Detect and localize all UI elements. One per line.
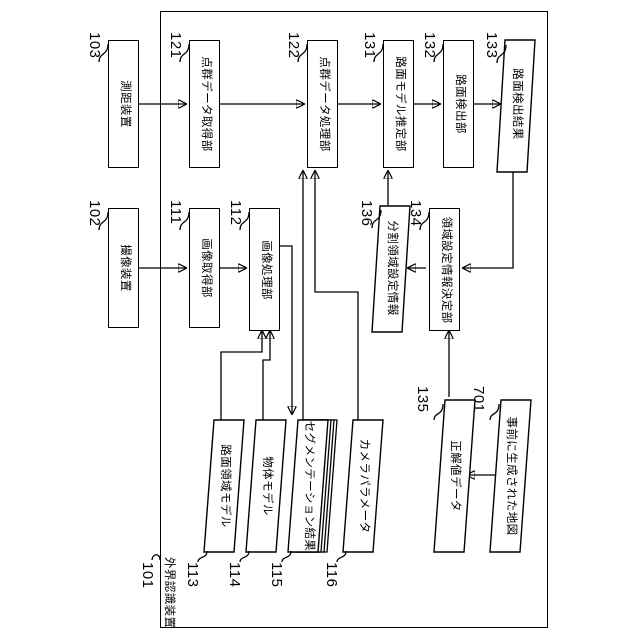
node-113-label: 路面領域モデル (218, 444, 231, 528)
node-701-pre-generated-map[interactable]: 事前に生成された地図 (489, 398, 532, 554)
node-115-label: セグメンテーション結果 (302, 420, 315, 552)
node-133-road-surface-detection-result[interactable]: 路面検出結果 (496, 34, 536, 174)
ref-numeral-113: 113 (184, 562, 201, 588)
ref-numeral-115: 115 (268, 562, 285, 588)
node-132-road-surface-detection-unit[interactable]: 路面検出部 (443, 40, 474, 168)
node-121-point-cloud-acquisition-unit[interactable]: 点群データ取得部 (189, 40, 220, 168)
ref-numeral-133: 133 (483, 32, 500, 59)
ref-numeral-131: 131 (361, 32, 378, 59)
node-121-label: 点群データ取得部 (199, 56, 212, 152)
node-103-label: 測距装置 (118, 80, 131, 128)
ref-numeral-102: 102 (86, 200, 103, 227)
ref-numeral-101: 101 (139, 562, 156, 589)
node-136-shape (371, 205, 411, 333)
ref-numeral-103: 103 (86, 32, 103, 59)
node-132-label: 路面検出部 (453, 74, 466, 134)
node-111-label: 画像取得部 (199, 238, 212, 298)
node-116-label: カメラパラメータ (357, 438, 370, 534)
node-122-label: 点群データ処理部 (317, 56, 330, 152)
node-113-road-area-model[interactable]: 路面領域モデル (203, 418, 245, 554)
node-115-shape (287, 419, 338, 553)
node-701-label: 事前に生成された地図 (504, 416, 517, 536)
node-114-label: 物体モデル (260, 456, 273, 516)
node-135-shape (433, 399, 476, 553)
node-134-area-setting-information-determination-unit[interactable]: 領域設定情報決定部 (429, 208, 460, 331)
node-135-ground-truth-data[interactable]: 正解値データ (433, 398, 476, 554)
node-133-shape (496, 39, 536, 173)
ref-numeral-114: 114 (226, 562, 243, 588)
node-134-label: 領域設定情報決定部 (439, 215, 452, 324)
node-112-label: 画像処理部 (259, 239, 272, 300)
enclosure-label: 外界認識装置 (163, 557, 175, 629)
node-131-label: 路面モデル推定部 (393, 56, 406, 152)
node-112-image-processing-unit[interactable]: 画像処理部 (249, 208, 280, 331)
node-116-shape (342, 419, 384, 553)
node-701-shape (489, 399, 532, 553)
ref-numeral-134: 134 (407, 200, 424, 227)
node-114-shape (245, 419, 287, 553)
ref-numeral-112: 112 (227, 200, 244, 226)
node-114-object-model[interactable]: 物体モデル (245, 418, 287, 554)
node-133-label: 路面検出結果 (510, 68, 523, 140)
ref-numeral-135: 135 (414, 386, 431, 413)
ref-numeral-116: 116 (323, 562, 340, 588)
ref-numeral-136: 136 (358, 200, 375, 227)
node-102-label: 撮像装置 (118, 244, 131, 292)
node-102-imaging-device[interactable]: 撮像装置 (108, 208, 139, 328)
node-115-segmentation-result[interactable]: セグメンテーション結果 (287, 418, 340, 554)
node-111-image-acquisition-unit[interactable]: 画像取得部 (189, 208, 220, 328)
ref-numeral-701: 701 (470, 386, 487, 413)
enclosure-outer-box (160, 11, 548, 628)
node-136-divided-area-setting-information[interactable]: 分割領域設定情報 (371, 202, 411, 334)
node-131-road-surface-model-estimation-unit[interactable]: 路面モデル推定部 (383, 40, 414, 168)
node-116-camera-parameters[interactable]: カメラパラメータ (342, 418, 384, 554)
node-135-label: 正解値データ (448, 440, 461, 512)
ref-numeral-132: 132 (421, 32, 438, 59)
node-113-shape (203, 419, 245, 553)
ref-numeral-122: 122 (285, 32, 302, 59)
ref-numeral-121: 121 (167, 32, 184, 59)
ref-numeral-111: 111 (167, 200, 184, 225)
node-136-label: 分割領域設定情報 (385, 220, 398, 316)
node-122-point-cloud-processing-unit[interactable]: 点群データ処理部 (307, 40, 338, 168)
node-103-ranging-device[interactable]: 測距装置 (108, 40, 139, 168)
